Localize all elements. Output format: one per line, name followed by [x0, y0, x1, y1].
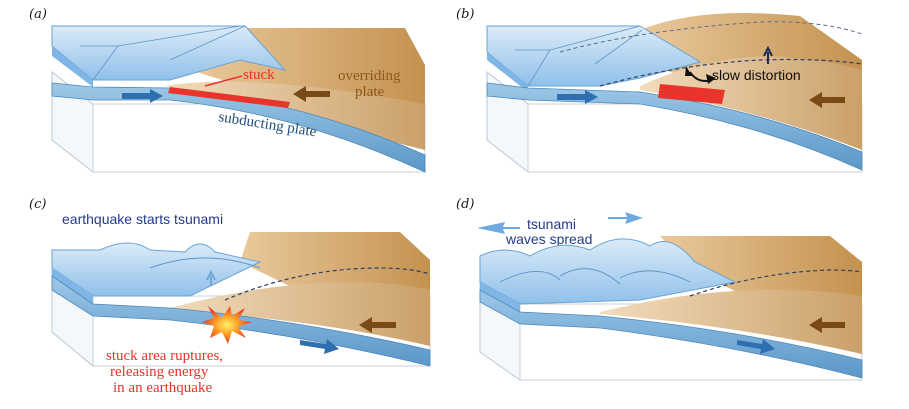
- slow-distortion-label: slow distortion: [712, 67, 801, 83]
- overriding-plate-label-line2: plate: [355, 84, 384, 100]
- panel-b-label: (b): [456, 7, 474, 22]
- panel-a-label: (a): [29, 7, 47, 22]
- rupture-label-line1: stuck area ruptures,: [106, 348, 223, 364]
- stuck-zone: [168, 87, 290, 108]
- land-front-c: [170, 282, 430, 346]
- brown-arrow-d: [809, 317, 845, 333]
- ocean-grid-b: [515, 25, 643, 87]
- tsunami-label-line2: waves spread: [505, 231, 592, 247]
- panel-c-label: (c): [29, 197, 46, 212]
- dashed-surface-d: [689, 269, 863, 297]
- panel-d: (d) tsunami waves spread: [456, 197, 863, 381]
- ocean-surface-b: [486, 25, 702, 87]
- panel-a: (a) stuck overriding plate subducting pl…: [29, 7, 426, 174]
- stuck-pointer: [204, 75, 243, 87]
- panel-d-label: (d): [456, 197, 474, 212]
- panel-c: (c) earthquake starts tsunami stuck area…: [29, 197, 431, 396]
- blue-arrow-a: [122, 89, 163, 103]
- ocean-grid: [80, 25, 246, 81]
- tsunami-label-line1: tsunami: [527, 216, 576, 232]
- subducting-plate-b: [486, 82, 863, 171]
- brown-arrow-b: [809, 92, 845, 108]
- land-front-d: [600, 290, 862, 354]
- overriding-plate-label-line1: overriding: [338, 68, 401, 84]
- rupture-label-line3: in an earthquake: [113, 380, 212, 396]
- subducting-plate-d: [479, 289, 863, 379]
- dashed-original-land: [599, 58, 863, 87]
- stuck-label: stuck: [243, 67, 275, 83]
- stuck-zone-b: [658, 84, 725, 104]
- panel-b: (b) slow distortion: [456, 7, 863, 174]
- blue-arrow-c: [300, 339, 339, 354]
- ocean-front-c: [52, 268, 93, 304]
- overriding-plate-c: [240, 232, 430, 296]
- ocean-front-b: [487, 52, 528, 92]
- blue-arrow-d: [737, 339, 775, 354]
- distortion-arrowhead-1: [685, 66, 692, 76]
- brown-arrow-c: [359, 317, 396, 333]
- up-arrow-c: [206, 269, 216, 286]
- tsunami-bulge-c: [149, 257, 261, 269]
- up-arrow-b: [763, 45, 773, 64]
- blue-arrow-b: [557, 90, 598, 104]
- ocean-surface-c: [51, 242, 262, 297]
- distortion-arrowhead-2: [706, 74, 716, 84]
- dashed-surface-c: [224, 267, 431, 301]
- tsunami-waves-d: [479, 238, 737, 305]
- land-front-b: [640, 56, 862, 150]
- rupture-burst: [202, 306, 252, 344]
- brown-arrow-a: [293, 86, 330, 102]
- rupture-label-line2: releasing energy: [110, 364, 209, 380]
- ocean-front-d: [480, 282, 520, 312]
- spread-arrow-right: [608, 212, 643, 224]
- wave-lines-d: [499, 268, 691, 285]
- spread-arrow-left: [477, 222, 520, 234]
- overriding-plate-d: [660, 236, 862, 304]
- earthquake-starts-label: earthquake starts tsunami: [62, 211, 223, 227]
- ocean-front: [52, 46, 93, 87]
